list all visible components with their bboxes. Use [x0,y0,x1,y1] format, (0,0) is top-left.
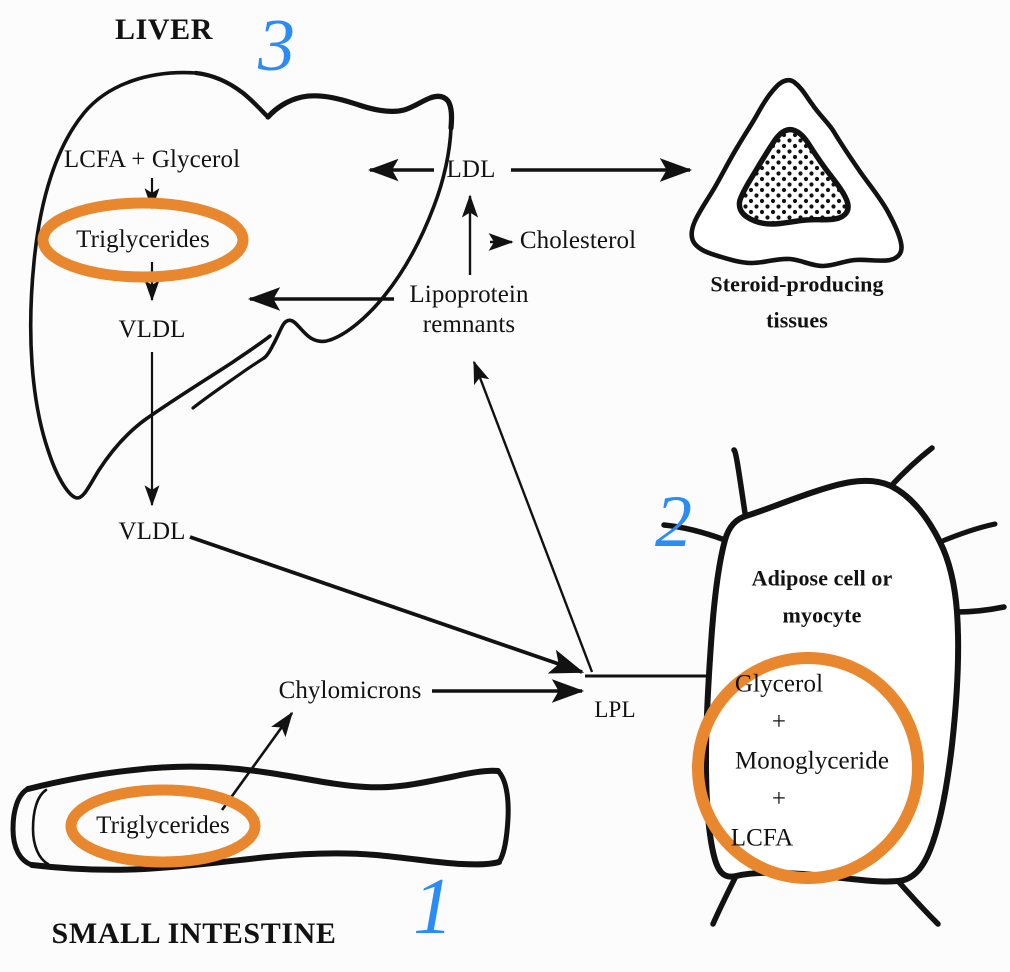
node-lcfa-glycerol: LCFA + Glycerol [63,146,241,173]
node-ldl: LDL [446,156,496,183]
plus-sign-two: + [771,785,787,813]
node-vldl-circulation: VLDL [118,518,186,545]
steroid-tissue-title-line2: tissues [766,307,828,333]
small-intestine-title: SMALL INTESTINE [51,917,337,951]
arrow-triglycerides-to-chylomicrons [220,711,294,811]
node-intestine-triglycerides: Triglycerides [96,812,230,839]
arrow-vldl-to-lpl [189,535,585,674]
node-lcfa: LCFA [730,824,794,852]
annotation-marker-adipose: 2 [655,481,692,563]
node-lipoprotein-remnants-line2: remnants [422,311,516,338]
annotation-marker-liver: 3 [258,5,295,87]
node-lpl: LPL [594,697,636,723]
node-liver-triglycerides: Triglycerides [76,226,210,253]
steroid-tissue-title-line1: Steroid-producing [710,271,884,297]
adipose-cell-title-line1: Adipose cell or [751,565,893,591]
adipose-cell-shape [661,445,1007,927]
steroid-producing-tissue-shape [689,77,904,269]
node-glycerol: Glycerol [734,670,824,698]
arrow-lpl-to-remnants [472,360,594,673]
intestine-triglycerides-circle [65,784,261,868]
node-monoglyceride: Monoglyceride [734,747,890,775]
plus-sign-one: + [771,708,787,736]
node-chylomicrons: Chylomicrons [278,677,422,704]
liver-outline [28,70,455,500]
annotation-marker-intestine: 1 [413,863,453,951]
node-lipoprotein-remnants-line1: Lipoprotein [409,281,529,308]
node-vldl-liver: VLDL [118,316,186,343]
node-cholesterol: Cholesterol [519,227,637,254]
liver-title: LIVER [114,13,214,47]
small-intestine-shape [10,763,511,873]
liver-triglycerides-circle [37,197,249,283]
adipose-cell-title-line2: myocyte [782,602,862,628]
adipose-products-circle [692,652,924,884]
